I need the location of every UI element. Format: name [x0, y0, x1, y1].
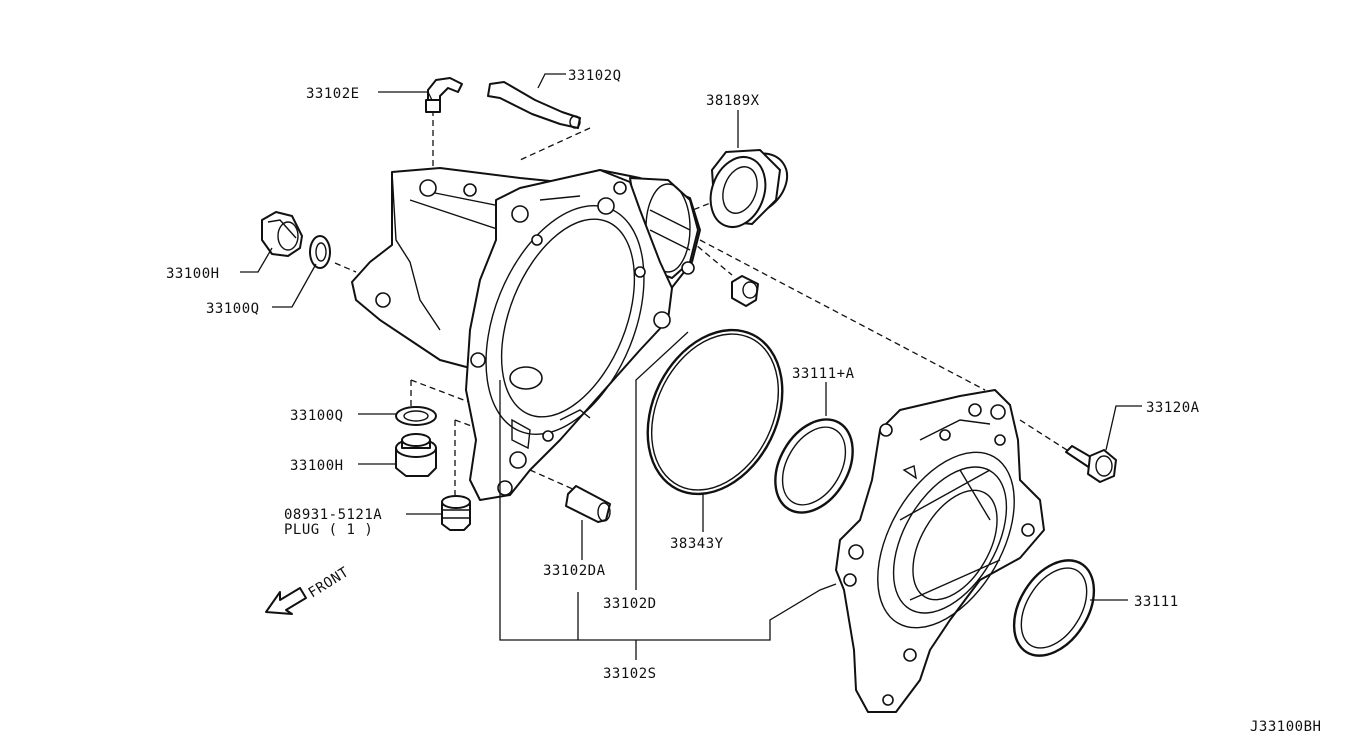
leader-lines: [240, 73, 1142, 660]
label-plug-1: PLUG ( 1 ): [284, 522, 373, 538]
o-ring-38343y: [646, 328, 784, 496]
label-33111a: 33111+A: [792, 366, 855, 382]
front-label: FRONT: [306, 564, 352, 601]
washer-33100q-top: [309, 235, 331, 269]
bolt-33120a: [1065, 445, 1117, 483]
snap-ring-33111: [1012, 559, 1096, 657]
dowel-pin-33102da: [565, 485, 611, 523]
diagram-code: J33100BH: [1250, 719, 1321, 735]
label-33102q: 33102Q: [568, 68, 622, 84]
label-38343y: 38343Y: [670, 536, 724, 552]
label-33102s: 33102S: [603, 666, 657, 682]
label-33100q-top: 33100Q: [206, 301, 260, 317]
label-08931-5121a: 08931-5121A: [284, 507, 382, 523]
label-38189x: 38189X: [706, 93, 760, 109]
rear-extension-housing: [835, 389, 1045, 713]
label-33111: 33111: [1134, 594, 1179, 610]
transfer-case-housing: [351, 167, 701, 501]
label-33100q-mid: 33100Q: [290, 408, 344, 424]
plug-33100h-top: [261, 211, 303, 257]
breather-connector: [425, 77, 463, 113]
label-33102e: 33102E: [306, 86, 360, 102]
label-33120a: 33120A: [1146, 400, 1200, 416]
label-33102da: 33102DA: [543, 563, 606, 579]
washer-33100q-mid: [395, 406, 437, 426]
plug-33100h-mid: [395, 433, 437, 477]
dowel-pin-upper: [731, 275, 759, 307]
breather-hose: [487, 81, 581, 129]
plug-08931-5121a: [441, 495, 471, 531]
oil-seal-38189x: [709, 149, 789, 228]
label-33100h-top: 33100H: [166, 266, 220, 282]
front-direction-arrow: [265, 587, 307, 615]
label-33102d: 33102D: [603, 596, 657, 612]
snap-ring-33111a: [774, 418, 854, 514]
label-33100h-mid: 33100H: [290, 458, 344, 474]
